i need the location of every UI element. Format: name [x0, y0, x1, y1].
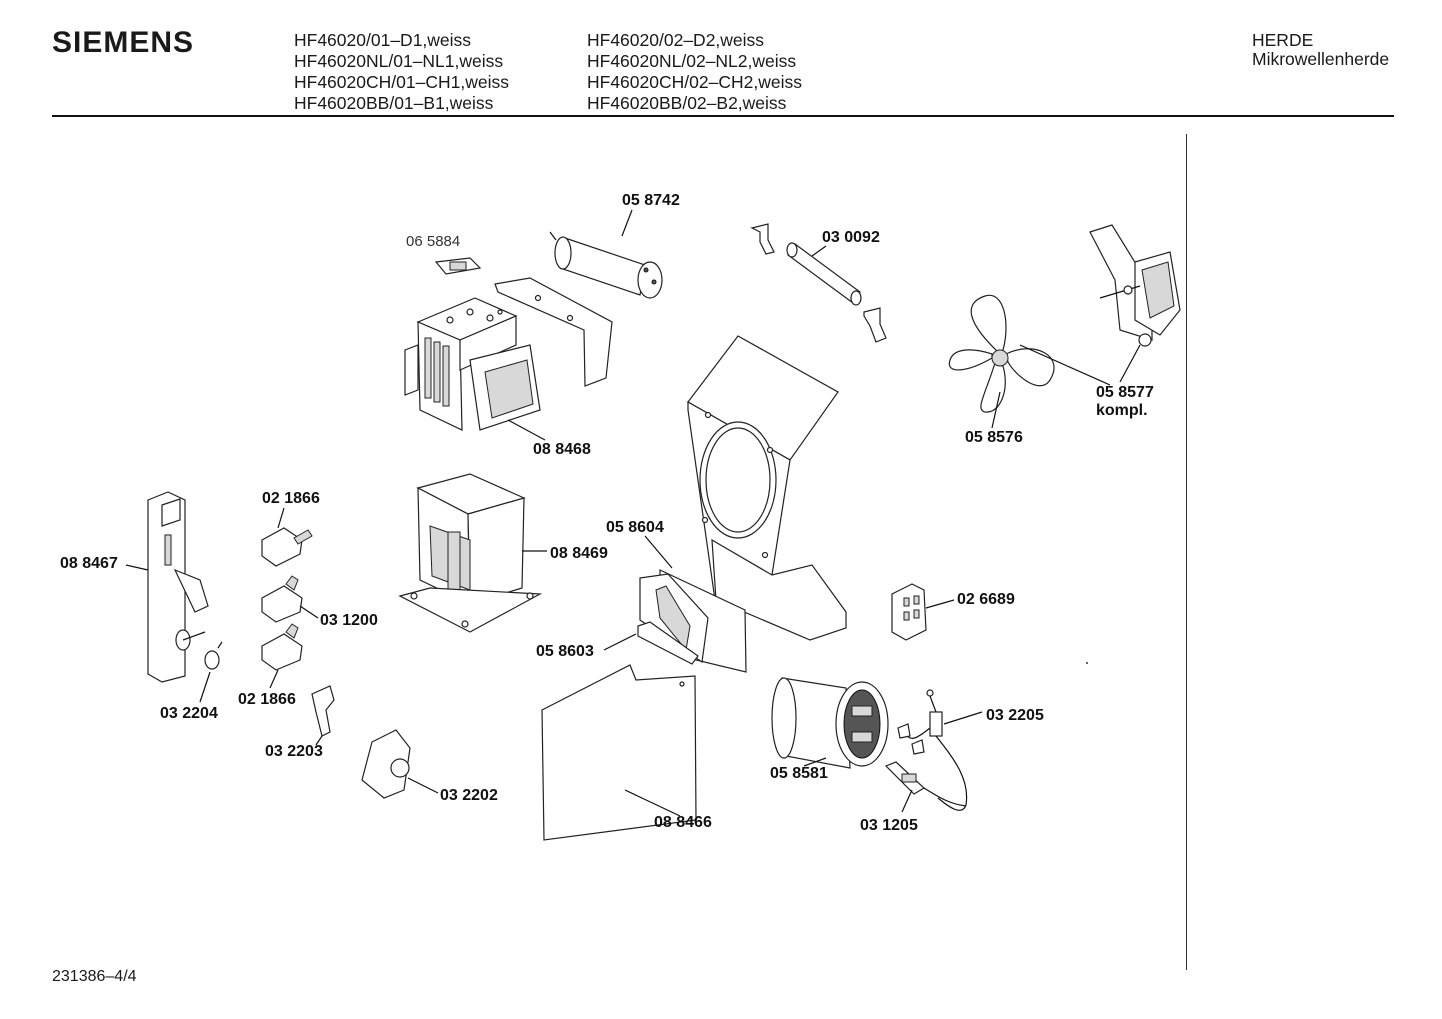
air-duct [687, 335, 847, 641]
model-list-2: HF46020/02–D2,weiss HF46020NL/02–NL2,wei… [587, 30, 802, 114]
part-label: 03 2202 [440, 787, 498, 804]
part-label: 03 0092 [822, 229, 880, 246]
capacitor-large [771, 677, 889, 769]
part-label: 05 8603 [536, 643, 594, 660]
fan-blade [948, 294, 1055, 413]
part-label: 02 1866 [262, 490, 320, 507]
model-line: HF46020CH/02–CH2,weiss [587, 72, 802, 92]
spring [204, 641, 223, 670]
part-label: 05 8604 [606, 519, 664, 536]
part-label: 05 8742 [622, 192, 680, 209]
part-label: kompl. [1096, 402, 1148, 419]
capacitor-small [549, 231, 663, 299]
part-label: 06 5884 [406, 233, 460, 250]
model-line: HF46020NL/02–NL2,weiss [587, 51, 797, 71]
category-title: HERDE [1252, 30, 1314, 50]
part-label: 08 8467 [60, 555, 118, 572]
part-label: 03 2204 [160, 705, 218, 722]
resistor [750, 223, 887, 343]
part-label: 08 8466 [654, 814, 712, 831]
door-switch-holder [147, 491, 209, 683]
magnetron [404, 297, 541, 431]
part-label: 03 1205 [860, 817, 918, 834]
part-label: 05 8576 [965, 429, 1023, 446]
microswitch-bottom [261, 623, 303, 671]
fan-motor [1089, 224, 1181, 347]
terminal-block [891, 583, 927, 641]
part-label: 05 8581 [770, 765, 828, 782]
part-label: 02 6689 [957, 591, 1015, 608]
part-label: 03 1200 [320, 612, 378, 629]
model-line: HF46020/02–D2,weiss [587, 30, 765, 50]
brand-logo: SIEMENS [52, 26, 195, 59]
model-line: HF46020NL/01–NL1,weiss [294, 51, 504, 71]
part-label: 05 8577 [1096, 384, 1154, 401]
part-label: 08 8468 [533, 441, 591, 458]
model-line: HF46020BB/02–B2,weiss [587, 93, 787, 113]
category-subtitle: Mikrowellenherde [1252, 49, 1390, 69]
side-divider [1186, 134, 1187, 970]
thermal-fuse [884, 761, 967, 807]
microswitch-top [261, 527, 313, 567]
part-label: 08 8469 [550, 545, 608, 562]
cover-plate [541, 664, 697, 841]
drawing-number: 231386–4/4 [52, 968, 137, 985]
model-line: HF46020CH/01–CH1,weiss [294, 72, 509, 92]
model-line: HF46020/01–D1,weiss [294, 30, 472, 50]
temperature-sensor [897, 689, 968, 811]
part-label: 03 2205 [986, 707, 1044, 724]
part-label: 02 1866 [238, 691, 296, 708]
category-block: HERDE Mikrowellenherde [1252, 31, 1389, 69]
gasket-lower [637, 621, 699, 665]
stray-dot [1086, 662, 1088, 664]
gasket-upper [639, 569, 747, 673]
door-lever [361, 729, 411, 799]
mounting-bracket [494, 277, 613, 387]
model-list-1: HF46020/01–D1,weiss HF46020NL/01–NL1,wei… [294, 30, 509, 114]
transformer [398, 473, 543, 633]
microswitch-middle [261, 575, 303, 623]
header-divider [52, 115, 1394, 117]
part-label: 03 2203 [265, 743, 323, 760]
model-line: HF46020BB/01–B1,weiss [294, 93, 494, 113]
door-latch [311, 685, 335, 737]
fuse-holder-part [434, 257, 482, 275]
